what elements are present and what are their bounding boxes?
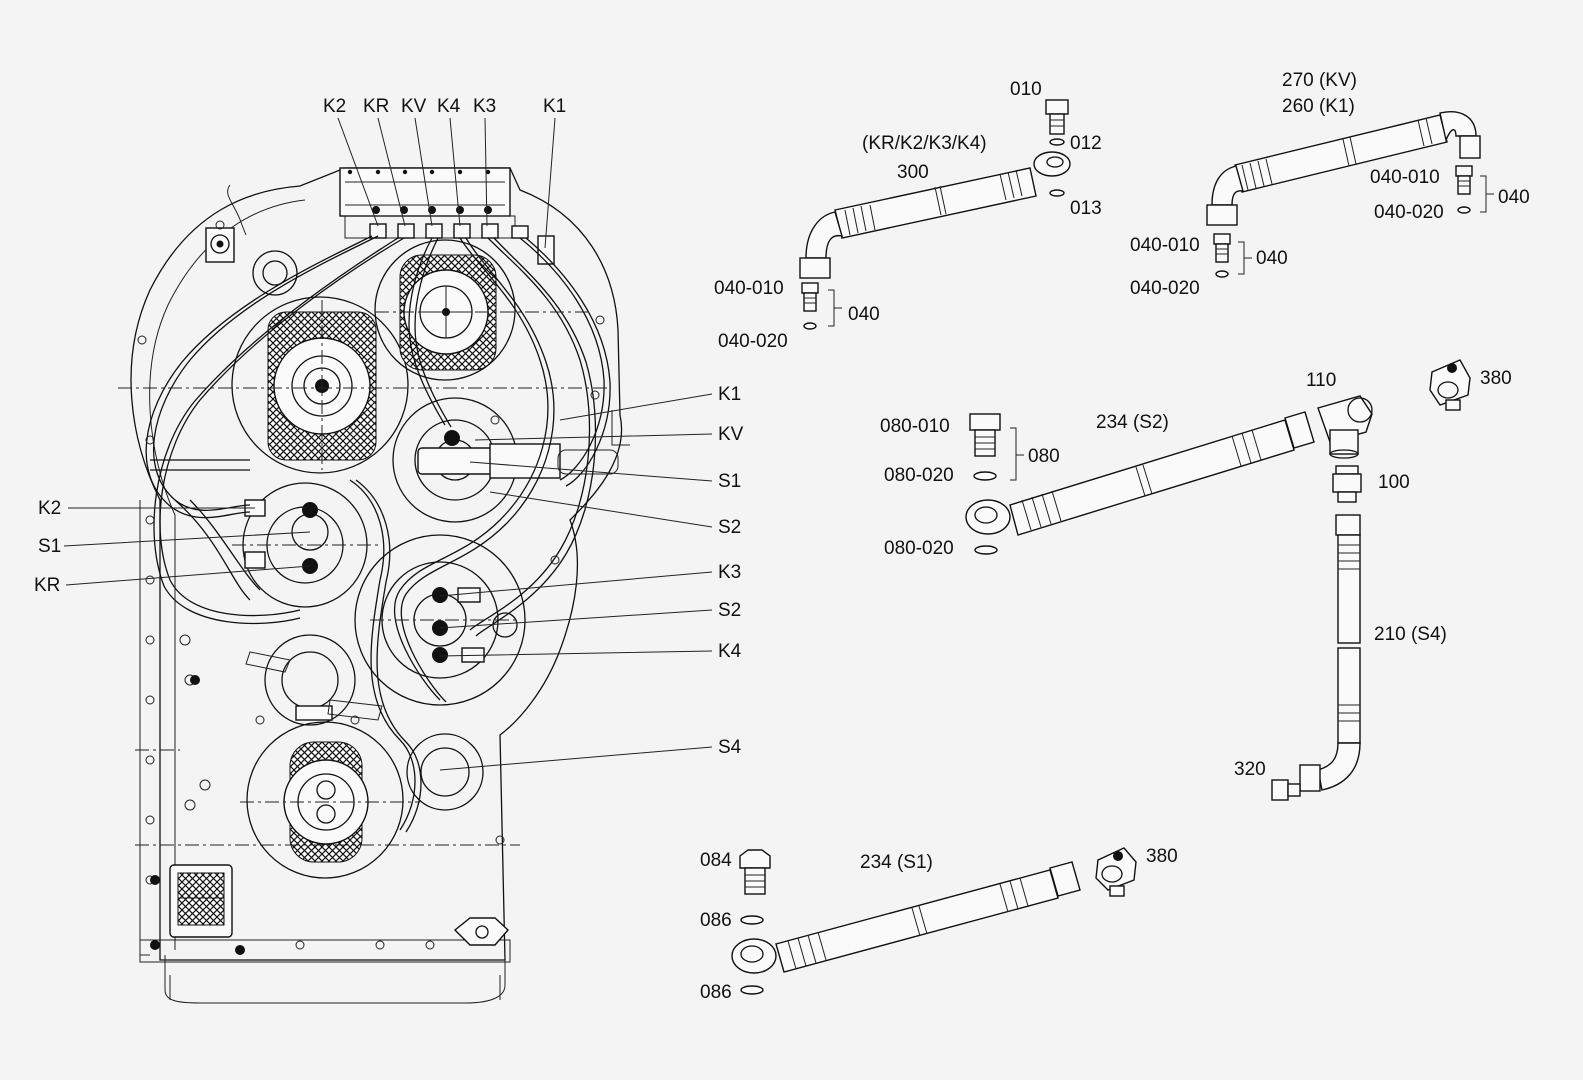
callout-top-k4: K4 [437, 96, 461, 117]
callout-left-s1: S1 [38, 536, 61, 557]
callout-right-s2: S2 [718, 517, 741, 538]
label-234-s2: 234 (S2) [1096, 412, 1169, 433]
banjo-bolt-080 [969, 413, 1001, 457]
centre-lines [118, 300, 610, 846]
clutch-middle [392, 397, 619, 523]
fitting-040-left [1213, 233, 1231, 278]
label-080-020-lower: 080-020 [884, 538, 954, 559]
label-040-020-right: 040-020 [1374, 202, 1444, 223]
hose-assembly-300: 010 012 013 (KR/K2/K3/K4) 300 040-010 04… [714, 79, 1102, 352]
clutch-upper-left [231, 296, 409, 474]
label-086-lower: 086 [700, 982, 732, 1003]
label-hose-group: (KR/K2/K3/K4) [862, 133, 987, 154]
label-084: 084 [700, 850, 732, 871]
label-210-s4: 210 (S4) [1374, 624, 1447, 645]
callout-right-k3: K3 [718, 562, 741, 583]
banjo-bolt-010 [1045, 99, 1069, 135]
label-380-upper: 380 [1480, 368, 1512, 389]
label-234-s1: 234 (S1) [860, 852, 933, 873]
clutch-upper-right [374, 239, 516, 381]
callout-top-k3: K3 [473, 96, 496, 117]
label-270-kv: 270 (KV) [1282, 70, 1357, 91]
fitting-040-right [1455, 165, 1473, 214]
label-040-010: 040-010 [714, 278, 784, 299]
label-080-020-upper: 080-020 [884, 465, 954, 486]
pump-gear [245, 634, 383, 726]
callout-top-kr: KR [363, 96, 389, 117]
seal-013 [1049, 189, 1065, 197]
callout-top-kv: KV [401, 96, 427, 117]
label-040-020-left: 040-020 [1130, 278, 1200, 299]
clutch-lower [354, 534, 526, 706]
label-080-010: 080-010 [880, 416, 950, 437]
valve-380-upper [1429, 359, 1471, 411]
callout-left-kr: KR [34, 575, 60, 596]
housing-outline [130, 167, 623, 961]
callout-top-k2: K2 [323, 96, 346, 117]
hose-assembly-s1: 084 086 086 234 (S1) 380 [700, 846, 1178, 1003]
seal-012 [1049, 138, 1065, 146]
callout-right-s4: S4 [718, 737, 742, 758]
label-080: 080 [1028, 446, 1060, 467]
transmission-housing [118, 167, 623, 1004]
label-040-020: 040-020 [718, 331, 788, 352]
pipe-network [145, 235, 611, 833]
adapter-100 [1332, 465, 1362, 503]
housing-callouts: K2 KR KV K4 K3 K1 K1 KV S1 S2 K3 S2 K4 S… [34, 96, 744, 771]
label-040: 040 [848, 304, 880, 325]
hose-assembly-260-270: 270 (KV) 260 (K1) 040-010 040 040-020 04… [1130, 70, 1530, 299]
label-013: 013 [1070, 198, 1102, 219]
label-040-right: 040 [1498, 187, 1530, 208]
fitting-320 [1271, 779, 1301, 801]
banjo-bolt-084 [739, 849, 771, 895]
callout-right-s1: S1 [718, 471, 741, 492]
label-040-010-right: 040-010 [1370, 167, 1440, 188]
elbow-fitting-end [1299, 764, 1321, 792]
callout-right-kv: KV [718, 424, 744, 445]
label-012: 012 [1070, 133, 1102, 154]
callout-right-k4: K4 [718, 641, 742, 662]
valve-380-lower [1095, 847, 1137, 897]
label-110: 110 [1306, 370, 1336, 391]
label-380-lower: 380 [1146, 846, 1178, 867]
label-086-upper: 086 [700, 910, 732, 931]
label-100: 100 [1378, 472, 1410, 493]
label-320: 320 [1234, 759, 1266, 780]
hose-assembly-s2-s4: 080-010 080 080-020 080-020 234 (S2) 110… [880, 359, 1512, 801]
fitting-040 [801, 282, 819, 330]
callout-right-s2-lower: S2 [718, 600, 741, 621]
label-040-left: 040 [1256, 248, 1288, 269]
output-shaft [246, 721, 484, 879]
label-300: 300 [897, 162, 929, 183]
label-010: 010 [1010, 79, 1042, 100]
housing-bolts [137, 220, 605, 955]
callout-top-k1: K1 [543, 96, 566, 117]
oil-filter [169, 864, 233, 938]
label-040-010-left: 040-010 [1130, 235, 1200, 256]
label-260-k1: 260 (K1) [1282, 96, 1355, 117]
callout-left-k2: K2 [38, 498, 61, 519]
callout-right-k1: K1 [718, 384, 741, 405]
tee-110 [1317, 395, 1373, 459]
